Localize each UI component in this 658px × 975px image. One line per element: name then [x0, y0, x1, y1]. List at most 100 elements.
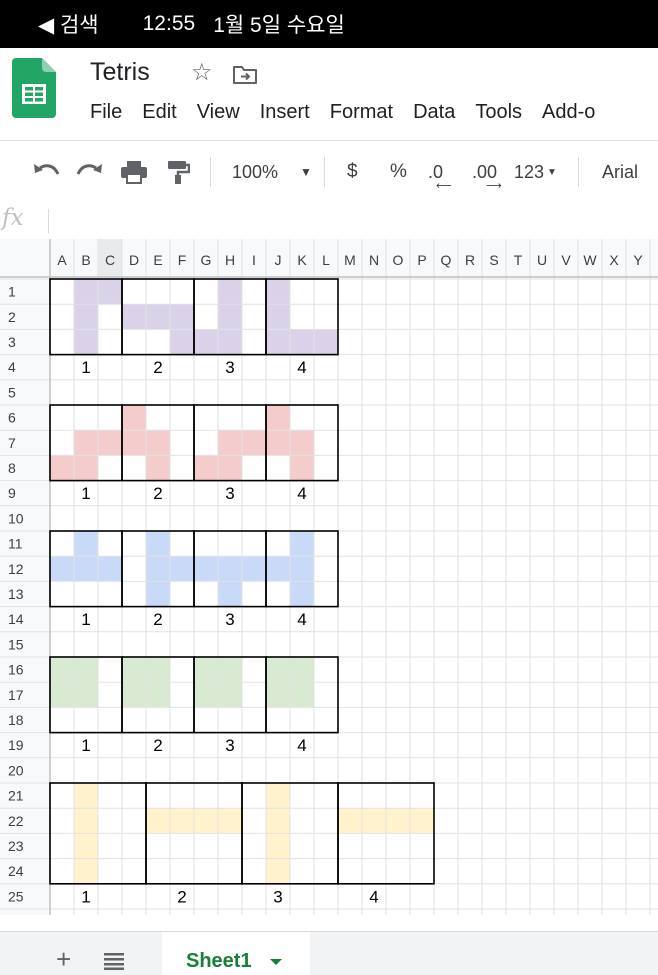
column-header-n: N: [369, 252, 379, 268]
column-header-x: X: [609, 252, 619, 268]
column-header-g: G: [201, 252, 212, 268]
status-date: 1월 5일 수요일: [213, 9, 345, 39]
column-header-h: H: [225, 252, 235, 268]
piece-cell-green-h17: [218, 682, 242, 707]
star-icon[interactable]: ☆: [191, 58, 213, 87]
piece-cell-red-h8: [218, 455, 242, 480]
row-header-1: 1: [8, 284, 16, 300]
grid-canvas[interactable]: ABCDEFGHIJKLMNOPQRSTUVWXYZ12345678910111…: [0, 239, 658, 915]
spreadsheet-grid[interactable]: ABCDEFGHIJKLMNOPQRSTUVWXYZ12345678910111…: [0, 239, 658, 915]
row-header-13: 13: [8, 586, 24, 602]
piece-cell-purple-k3: [290, 329, 314, 354]
row-header-6: 6: [8, 410, 16, 426]
menu-tools[interactable]: Tools: [475, 101, 522, 124]
piece-cell-green-b17: [74, 682, 98, 707]
sheet-tab-sheet1[interactable]: Sheet1: [162, 932, 310, 975]
number-format-label: 123: [514, 162, 544, 183]
percent-format-button[interactable]: %: [390, 141, 407, 203]
piece-cell-purple-j1: [266, 279, 290, 304]
piece-cell-purple-l3: [314, 329, 338, 354]
piece-cell-green-b16: [74, 657, 98, 682]
piece-cell-red-j7: [266, 430, 290, 455]
piece-number-label: 2: [153, 484, 162, 503]
status-bar: ◀ 검색 12:55 1월 5일 수요일: [0, 0, 658, 48]
toolbar-divider: [210, 157, 211, 187]
piece-cell-red-g8: [194, 455, 218, 480]
piece-cell-green-j17: [266, 682, 290, 707]
piece-number-label: 4: [297, 610, 306, 629]
menu-data[interactable]: Data: [413, 101, 455, 124]
back-to-search-link[interactable]: ◀ 검색: [38, 9, 99, 39]
piece-number-label: 1: [81, 736, 90, 755]
all-sheets-list-icon[interactable]: [104, 952, 124, 975]
piece-cell-red-d7: [122, 430, 146, 455]
row-header-20: 20: [8, 762, 24, 778]
piece-cell-yellow-j22: [266, 808, 290, 833]
piece-cell-red-b8: [74, 455, 98, 480]
column-header-r: R: [465, 252, 475, 268]
row-header-22: 22: [8, 813, 24, 829]
undo-icon[interactable]: [32, 141, 60, 203]
piece-cell-blue-k12: [290, 556, 314, 581]
piece-cell-purple-e2: [146, 304, 170, 329]
toolbar: 100% ▼ $ % .0 ⟵ .00 ⟶ 123 ▼ Arial: [0, 140, 658, 204]
piece-number-label: 1: [81, 610, 90, 629]
piece-cell-purple-h3: [218, 329, 242, 354]
menu-addons[interactable]: Add-o: [542, 101, 595, 124]
row-header-24: 24: [8, 863, 24, 879]
piece-cell-yellow-p22: [410, 808, 434, 833]
print-icon[interactable]: [120, 141, 148, 203]
currency-symbol: $: [347, 161, 358, 183]
add-sheet-button[interactable]: +: [56, 946, 71, 972]
document-title[interactable]: Tetris: [90, 58, 150, 87]
formula-input[interactable]: [56, 207, 650, 235]
currency-format-button[interactable]: $: [347, 141, 358, 203]
row-header-14: 14: [8, 611, 24, 627]
chevron-down-icon[interactable]: [270, 959, 282, 965]
piece-number-label: 3: [273, 887, 282, 906]
column-header-b: B: [81, 252, 90, 268]
piece-cell-purple-j2: [266, 304, 290, 329]
column-header-u: U: [537, 252, 547, 268]
menu-view[interactable]: View: [197, 101, 240, 124]
column-header-t: T: [514, 252, 523, 268]
increase-decimal-button[interactable]: .00 ⟶: [472, 141, 497, 203]
decrease-decimal-button[interactable]: .0 ⟵: [428, 141, 443, 203]
sheets-logo-icon[interactable]: [12, 58, 56, 118]
piece-cell-green-k16: [290, 657, 314, 682]
piece-number-label: 1: [81, 887, 90, 906]
piece-cell-red-k8: [290, 455, 314, 480]
piece-cell-red-d6: [122, 405, 146, 430]
column-header-k: K: [297, 252, 307, 268]
piece-cell-purple-b2: [74, 304, 98, 329]
font-select[interactable]: Arial: [602, 141, 638, 203]
row-header-12: 12: [8, 561, 24, 577]
chevron-down-icon: ▼: [300, 165, 312, 179]
piece-cell-blue-f12: [170, 556, 194, 581]
piece-cell-blue-k11: [290, 531, 314, 556]
menu-edit[interactable]: Edit: [142, 101, 176, 124]
piece-cell-yellow-o22: [386, 808, 410, 833]
piece-cell-yellow-j21: [266, 783, 290, 808]
piece-cell-purple-f3: [170, 329, 194, 354]
redo-icon[interactable]: [76, 141, 104, 203]
piece-number-label: 2: [153, 736, 162, 755]
zoom-select[interactable]: 100% ▼: [232, 141, 312, 203]
menu-file[interactable]: File: [90, 101, 122, 124]
menu-insert[interactable]: Insert: [260, 101, 310, 124]
formula-bar: fx: [0, 203, 658, 240]
column-header-a: A: [57, 252, 67, 268]
move-to-folder-icon[interactable]: [232, 64, 258, 91]
piece-cell-yellow-b21: [74, 783, 98, 808]
piece-cell-green-k17: [290, 682, 314, 707]
piece-cell-purple-j3: [266, 329, 290, 354]
column-header-v: V: [561, 252, 571, 268]
piece-cell-red-c7: [98, 430, 122, 455]
piece-number-label: 4: [297, 358, 306, 377]
menu-format[interactable]: Format: [330, 101, 393, 124]
piece-cell-green-a16: [50, 657, 74, 682]
paint-format-icon[interactable]: [166, 141, 190, 203]
number-format-select[interactable]: 123 ▼: [514, 141, 557, 203]
piece-cell-purple-c1: [98, 279, 122, 304]
arrow-right-icon: ⟶: [486, 179, 502, 192]
